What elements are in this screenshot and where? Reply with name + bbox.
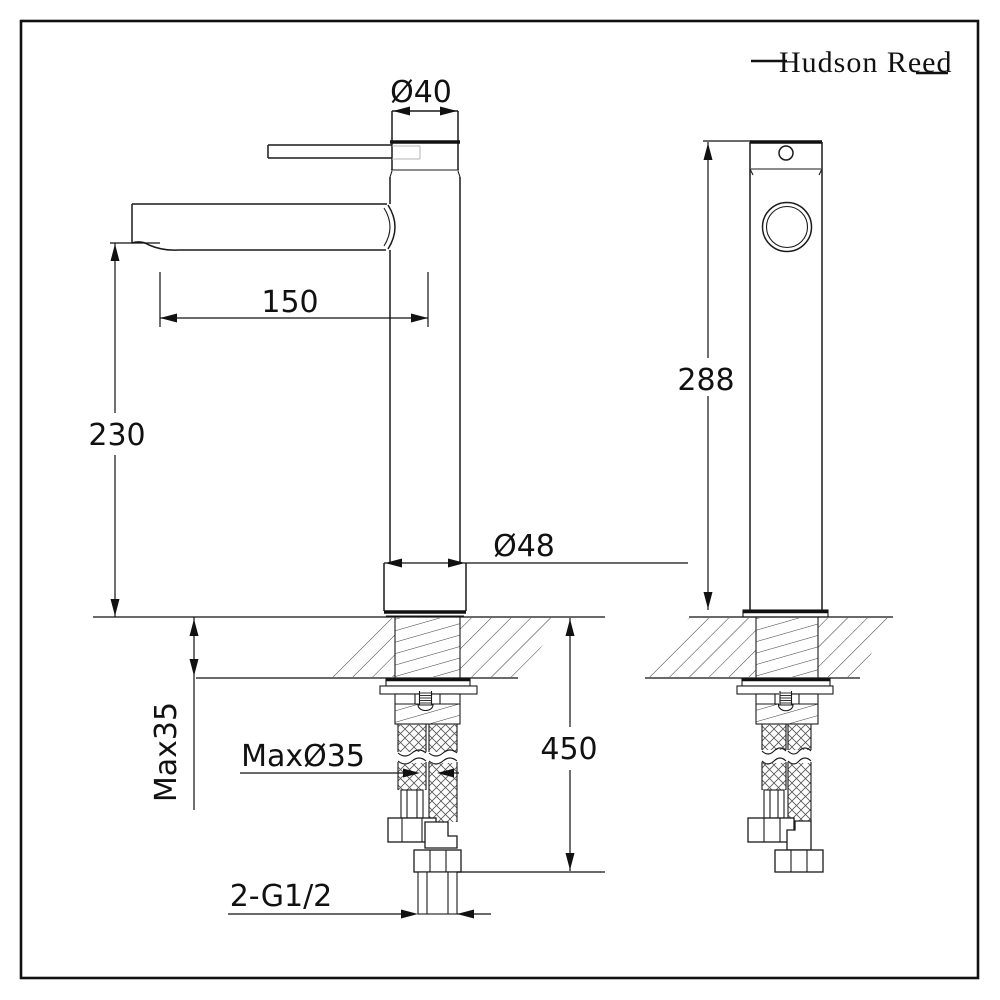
dim-base-diameter: Ø48 — [384, 529, 688, 568]
side-view: Ø40 150 230 Ø48 — [88, 75, 688, 919]
front-undercounter-assembly — [736, 678, 834, 873]
front-spout-face-inner — [765, 205, 809, 249]
dim-hole-diameter: MaxØ35 — [240, 739, 459, 778]
brand-logo: Hudson Reed — [751, 46, 951, 79]
dim-overall-height: 288 — [677, 140, 752, 610]
front-hose-nut-right — [774, 849, 824, 873]
side-countertop — [93, 616, 605, 679]
dim-spout-reach: 150 — [159, 272, 429, 327]
dim-spout-height-label: 230 — [88, 418, 145, 453]
dim-deck-thickness-label: Max35 — [149, 702, 184, 802]
side-inlet-tail — [417, 871, 458, 915]
side-spout — [131, 203, 396, 251]
drawing-border — [19, 19, 980, 980]
dim-spout-height: 230 — [88, 242, 160, 617]
dim-inlet-thread-label: 2-G1/2 — [230, 879, 333, 914]
dim-base-diameter-label: Ø48 — [493, 529, 555, 564]
front-countertop — [645, 616, 893, 679]
side-hoses — [387, 724, 462, 915]
dim-hose-drop: 450 — [457, 618, 605, 873]
side-fixing-screw — [418, 691, 433, 705]
dim-overall-height-label: 288 — [677, 363, 734, 398]
side-hose-elbow — [424, 821, 458, 849]
front-handle-pivot — [778, 145, 794, 161]
front-spout-face-outer — [761, 201, 813, 253]
dim-inlet-thread: 2-G1/2 — [228, 879, 491, 919]
side-undercounter-assembly — [379, 678, 478, 915]
side-hose-nut-right — [413, 849, 462, 873]
dim-spout-diameter-label: Ø40 — [390, 75, 452, 110]
front-hose-nut-left — [747, 817, 795, 843]
side-fixing-nut — [394, 690, 461, 725]
side-shank-section — [395, 618, 460, 677]
dim-spout-reach-label: 150 — [261, 285, 318, 320]
front-fixing-nut — [755, 690, 819, 725]
dim-deck-thickness: Max35 — [149, 617, 199, 810]
front-hoses — [747, 724, 824, 873]
side-handle — [267, 144, 392, 159]
front-fixing-screw — [779, 691, 793, 705]
dim-hose-drop-label: 450 — [540, 732, 597, 767]
dim-spout-diameter: Ø40 — [390, 75, 457, 116]
dim-hole-diameter-label: MaxØ35 — [241, 739, 365, 774]
front-faucet-outline — [742, 140, 829, 618]
front-view: 288 — [645, 140, 893, 873]
front-shank-section — [756, 618, 818, 677]
side-base-flange — [383, 563, 467, 617]
